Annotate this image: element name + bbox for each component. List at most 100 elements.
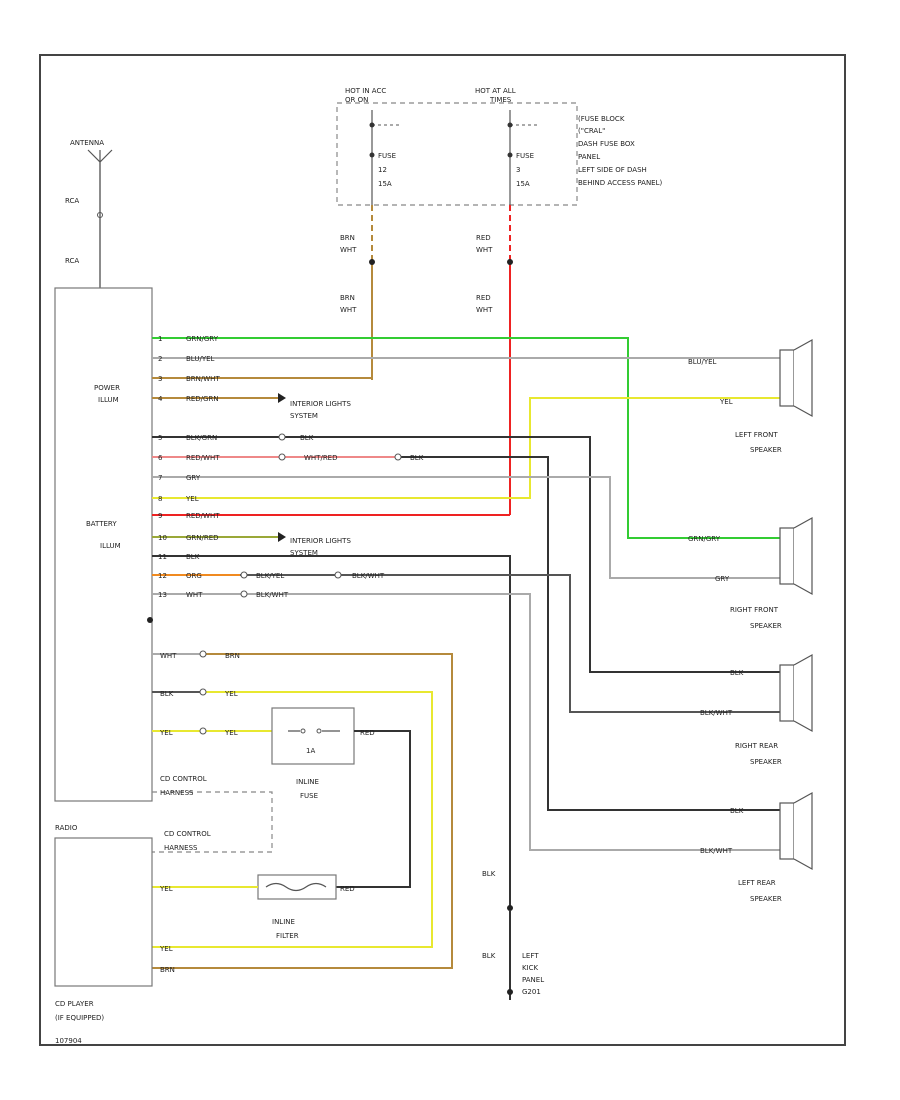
ground-blk-label-2: BLK <box>482 952 496 960</box>
brn-wht-connector <box>369 259 375 265</box>
splice-label-3: BLK <box>410 454 424 462</box>
wire-label-org: ORG <box>186 572 202 580</box>
radio-label: RADIO <box>55 824 78 832</box>
wire-label-yel: YEL <box>185 495 199 503</box>
red-wht-connector <box>507 259 513 265</box>
radio-ground-node <box>147 617 153 623</box>
hot-all-label: HOT AT ALL <box>475 87 516 95</box>
interior-lights-system-2: SYSTEM <box>290 549 318 557</box>
inline-fuse-rating: 1A <box>306 747 315 755</box>
antenna-conn-label-1: RCA <box>65 197 79 205</box>
ground-location-4: G201 <box>522 988 541 996</box>
wire-label-blu-yel: BLU/YEL <box>186 355 215 363</box>
red-wht-label-1b: WHT <box>476 246 493 254</box>
pin-11: 11 <box>158 553 167 561</box>
ground-blk-label-1: BLK <box>482 870 496 878</box>
inline-fuse-contact-2 <box>316 728 322 734</box>
antenna-icon <box>87 149 113 163</box>
pin-13: 13 <box>158 591 167 599</box>
pin-12: 12 <box>158 572 167 580</box>
red-wht-label-2b: WHT <box>476 306 493 314</box>
splice-connector-1 <box>278 433 286 441</box>
left-rear-name: LEFT REAR <box>738 879 776 887</box>
left-rear-wire-2: BLK/WHT <box>700 847 733 855</box>
wire-label-red-grn: RED/GRN <box>186 395 219 403</box>
splice-label-6: BLK/WHT <box>256 591 289 599</box>
right-front-wire-2: GRY <box>715 575 730 583</box>
interior-lights-arrow-2 <box>278 532 286 542</box>
wire-label-red-wht-battery: RED/WHT <box>186 512 220 520</box>
splice-connector-3 <box>394 453 402 461</box>
brn-wht-label-1: BRN <box>340 234 355 242</box>
cd-wire-brn: BRN <box>225 652 240 660</box>
antenna-label: ANTENNA <box>70 139 104 147</box>
brn-wht-label-2: BRN <box>340 294 355 302</box>
inline-filter-box <box>257 874 337 900</box>
pin-10: 10 <box>158 534 167 542</box>
left-front-speaker-cone <box>793 338 813 418</box>
pin-4: 4 <box>158 395 163 403</box>
inline-fuse-label: INLINE <box>296 778 319 786</box>
cd-wire-blk: BLK <box>160 690 174 698</box>
cd-player-yel-2: YEL <box>159 945 173 953</box>
cd-control-harness <box>152 791 273 853</box>
diagram-frame <box>39 54 846 1046</box>
pin-6: 6 <box>158 454 163 462</box>
fuse-b-number: 3 <box>516 166 520 174</box>
wire-blk-left-rear <box>395 456 780 811</box>
wire-blk-grn <box>152 436 780 673</box>
left-front-wire-2: YEL <box>719 398 733 406</box>
splice-connector-2 <box>278 453 286 461</box>
fuse-block-note-2: ("CRAL" <box>578 127 605 135</box>
wire-label-gry: GRY <box>186 474 201 482</box>
antenna: ANTENNA RCA RCA <box>65 139 113 290</box>
left-front-wire-1: BLU/YEL <box>688 358 717 366</box>
left-rear-speaker-icon <box>779 802 795 860</box>
fuse-b-element <box>507 152 513 158</box>
ground-location-2: KICK <box>522 964 539 972</box>
fuse-block-note: (FUSE BLOCK <box>578 115 625 123</box>
pin-8: 8 <box>158 495 162 503</box>
cd-player-label: CD PLAYER <box>55 1000 94 1008</box>
cd-control-harness-1: HARNESS <box>160 789 194 797</box>
fuse-block: HOT IN ACC OR ON HOT AT ALL TIMES FUSE 1… <box>336 87 663 206</box>
wire-wht <box>152 593 780 851</box>
left-rear-speaker-label: SPEAKER <box>750 895 782 903</box>
cd-red-label-1: RED <box>360 729 375 737</box>
right-front-speaker-label: SPEAKER <box>750 622 782 630</box>
fuse-b-label: FUSE <box>516 152 534 160</box>
speaker-right-rear: BLK BLK/WHT RIGHT REAR SPEAKER <box>700 653 813 766</box>
inline-fuse-label-2: FUSE <box>300 792 318 800</box>
ground-point-icon <box>507 989 513 995</box>
battery-illum-label: ILLUM <box>100 542 121 550</box>
interior-lights-system-1: SYSTEM <box>290 412 318 420</box>
right-rear-speaker-label: SPEAKER <box>750 758 782 766</box>
ground-section: BLK BLK LEFT KICK PANEL G201 <box>482 870 544 996</box>
interior-lights-arrow-1 <box>278 393 286 403</box>
fuse-a-number: 12 <box>378 166 387 174</box>
wire-cd-red <box>336 730 411 888</box>
brn-wht-label-1b: WHT <box>340 246 357 254</box>
antenna-conn-label-2: RCA <box>65 257 79 265</box>
wire-yel <box>152 397 780 499</box>
feed-wires: BRN WHT BRN WHT RED WHT RED WHT <box>340 205 513 515</box>
hot-acc-label: HOT IN ACC <box>345 87 386 95</box>
wire-cd-yel-loop <box>152 691 433 948</box>
right-front-speaker-icon <box>779 527 795 585</box>
inline-filter-icon <box>265 882 327 892</box>
hot-all-label-2: TIMES <box>489 96 512 104</box>
right-front-speaker-cone <box>793 516 813 596</box>
cd-red-label-2: RED <box>340 885 355 893</box>
battery-label: BATTERY <box>86 520 117 528</box>
wire-grn-gry <box>152 337 780 539</box>
red-wht-label-1: RED <box>476 234 491 242</box>
antenna-connector <box>97 212 103 218</box>
right-rear-speaker-cone <box>793 653 813 733</box>
cd-wire-yel-3: YEL <box>224 729 238 737</box>
cd-player-if-equipped: (IF EQUIPPED) <box>55 1014 104 1022</box>
pin-3: 3 <box>158 375 162 383</box>
wire-cd-brn-loop <box>152 653 453 969</box>
radio-wires: 1 GRN/GRY 2 BLU/YEL 3 BRN/WHT 4 RED/GRN … <box>152 335 780 1000</box>
fuse-block-note-5: LEFT SIDE OF DASH <box>578 166 647 174</box>
